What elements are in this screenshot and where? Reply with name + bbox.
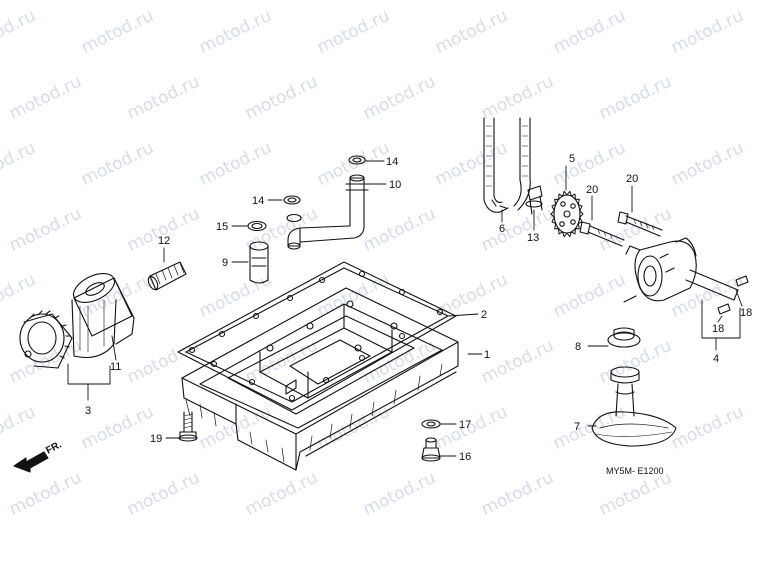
callout-5: 5 bbox=[569, 153, 575, 165]
callout-20-lower: 20 bbox=[586, 184, 598, 196]
oil-strainer-7[interactable] bbox=[591, 366, 677, 447]
bolt-20-pump-lower[interactable] bbox=[579, 221, 625, 247]
callout-4: 4 bbox=[713, 353, 719, 365]
oil-pan[interactable] bbox=[181, 287, 459, 471]
drive-chain-6[interactable] bbox=[483, 117, 531, 213]
oil-pipe-10[interactable] bbox=[287, 174, 369, 250]
callout-18-left: 18 bbox=[712, 323, 724, 335]
bolt-13[interactable] bbox=[525, 185, 543, 215]
callout-19: 19 bbox=[150, 433, 162, 445]
callout-1: 1 bbox=[484, 349, 490, 361]
callout-9: 9 bbox=[222, 257, 228, 269]
callout-20-upper: 20 bbox=[626, 173, 638, 185]
callout-11: 11 bbox=[110, 361, 121, 373]
front-label: FR. bbox=[44, 439, 64, 456]
o-ring-15[interactable] bbox=[247, 220, 267, 232]
dowel-pin-18-a[interactable] bbox=[735, 275, 749, 287]
bolt-19[interactable] bbox=[178, 411, 198, 442]
callout-numbers: 1 2 3 4 5 6 7 8 9 10 11 12 13 14 14 15 1… bbox=[85, 153, 752, 476]
oil-pump-4[interactable] bbox=[623, 237, 739, 303]
callout-12: 12 bbox=[158, 235, 170, 247]
callout-3: 3 bbox=[85, 405, 91, 417]
seal-14-mid[interactable] bbox=[283, 195, 301, 205]
oil-pan-gasket[interactable] bbox=[177, 261, 457, 411]
bolt-20-pump-upper[interactable] bbox=[617, 211, 663, 237]
callout-2: 2 bbox=[481, 309, 487, 321]
filter-stud-12[interactable] bbox=[146, 261, 187, 291]
seal-14-lower[interactable] bbox=[286, 213, 302, 223]
front-direction-arrow: FR. bbox=[13, 439, 64, 473]
washer-17[interactable] bbox=[421, 419, 441, 429]
leader-lines bbox=[67, 160, 743, 457]
callout-8: 8 bbox=[575, 341, 581, 353]
seal-8[interactable] bbox=[607, 327, 641, 348]
dowel-pin-18-b[interactable] bbox=[717, 303, 731, 315]
oil-filter-cap[interactable] bbox=[19, 310, 73, 369]
drain-bolt-16[interactable] bbox=[421, 437, 441, 462]
callout-7: 7 bbox=[574, 421, 580, 433]
callout-17: 17 bbox=[459, 419, 471, 431]
oil-filter-cartridge[interactable] bbox=[69, 268, 135, 359]
diagram-code: MY5M- E1200 bbox=[606, 466, 664, 476]
callout-14-mid: 14 bbox=[252, 195, 264, 207]
callout-10: 10 bbox=[389, 179, 401, 191]
callout-6: 6 bbox=[499, 223, 505, 235]
pump-sprocket-5[interactable] bbox=[550, 190, 584, 238]
callout-16: 16 bbox=[459, 451, 471, 463]
callout-18-right: 18 bbox=[740, 307, 752, 319]
callout-15: 15 bbox=[216, 221, 228, 233]
seal-14-top[interactable] bbox=[348, 155, 366, 165]
dowel-joint-9[interactable] bbox=[249, 241, 269, 284]
callout-14-top: 14 bbox=[386, 156, 398, 168]
callout-13: 13 bbox=[527, 232, 539, 244]
